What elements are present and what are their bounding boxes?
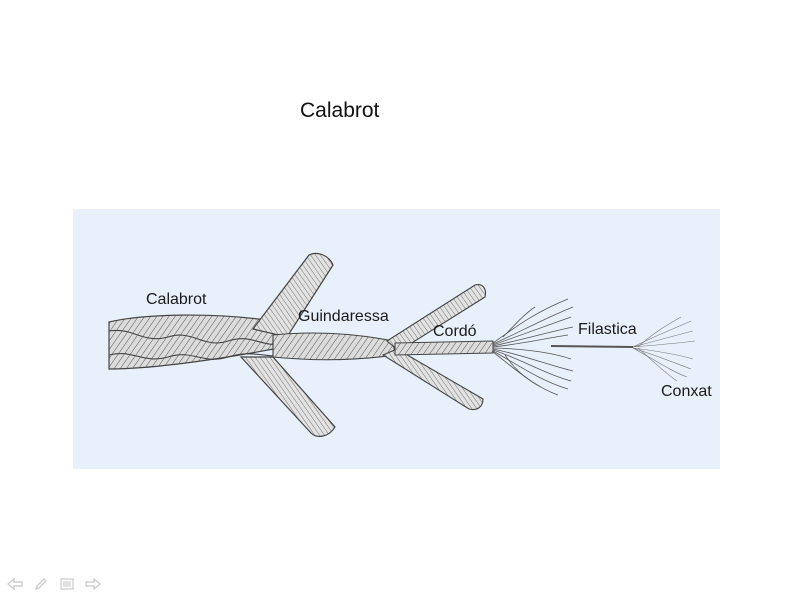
previous-icon[interactable] [6,576,24,592]
pen-icon[interactable] [32,576,50,592]
conxat-fibres [632,316,696,382]
rope-diagram: Calabrot Guindaressa Cordó Filastica Con… [73,209,720,469]
label-conxat: Conxat [661,383,712,400]
guindaressa-rope [272,332,396,361]
label-guindaressa: Guindaressa [298,308,389,325]
menu-icon[interactable] [58,576,76,592]
guindaressa-strand-down [239,356,336,437]
next-icon[interactable] [84,576,102,592]
slide-navigation [6,576,102,592]
label-filastica: Filastica [578,321,637,338]
cordo-strand-down [381,348,484,411]
guindaressa-strand-up [251,252,334,338]
label-cordo: Cordó [433,323,477,340]
slide-title: Calabrot [300,99,380,122]
label-calabrot: Calabrot [146,291,207,308]
cordo-strand-up [386,284,487,352]
cordo-rope [394,340,494,356]
filastica-line [550,345,634,348]
rope-illustration [108,252,696,437]
filastica-fibres [492,298,574,396]
